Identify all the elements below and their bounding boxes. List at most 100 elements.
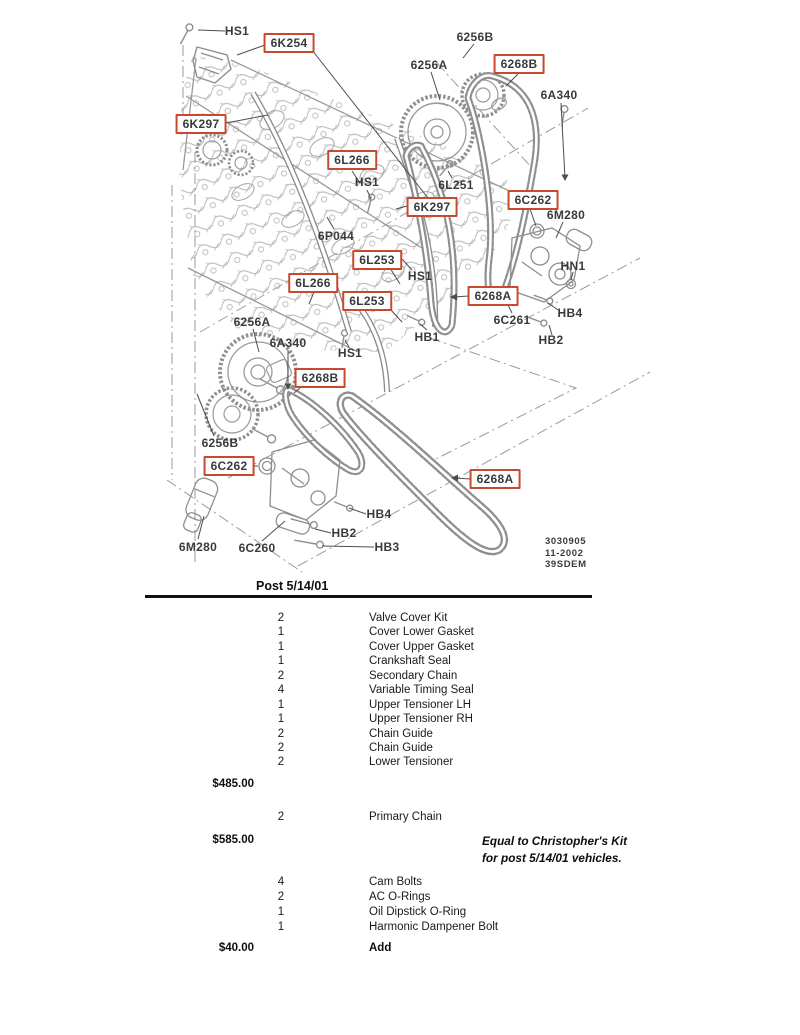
- kit-items-group-3: 4 Cam Bolts 2 AC O-Rings 1 Oil Dipstick O-Rin…: [0, 875, 700, 935]
- part-label-6l266: 6L266: [288, 273, 338, 293]
- parts-row-description: Harmonic Dampener Bolt: [369, 921, 499, 933]
- part-label-6256b: 6256B: [456, 30, 494, 44]
- parts-row: 2 Chain Guide: [0, 727, 700, 741]
- part-label-6l253: 6L253: [352, 250, 402, 270]
- parts-row-description: Crankshaft Seal: [369, 655, 451, 668]
- parts-row-qty: 2: [277, 669, 285, 682]
- parts-row-description: Secondary Chain: [369, 669, 458, 682]
- part-label-6268a: 6268A: [467, 286, 519, 306]
- mount-bracket: [192, 46, 232, 84]
- drawing-number-line: 3030905: [545, 536, 587, 547]
- parts-row-description: AC O-Rings: [369, 891, 431, 903]
- parts-row-qty: 1: [277, 698, 285, 711]
- part-label-hb4: HB4: [366, 507, 392, 521]
- kit-note-line: for post 5/14/01 vehicles.: [482, 850, 622, 865]
- part-label-hb3: HB3: [374, 540, 400, 554]
- parts-row-qty: 1: [277, 626, 285, 639]
- part-label-hb2: HB2: [331, 526, 357, 540]
- kit-note: Equal to Christopher's Kit for post 5/14…: [482, 833, 702, 867]
- parts-row: 1 Crankshaft Seal: [0, 654, 700, 668]
- parts-row-qty: 2: [277, 727, 285, 740]
- parts-row-description: Valve Cover Kit: [369, 612, 448, 624]
- parts-row-qty: 1: [277, 713, 285, 726]
- drawing-number-line: 39SDEM: [545, 559, 587, 570]
- cam-sprocket-lower-small: [204, 386, 260, 442]
- part-label-6256b: 6256B: [201, 436, 239, 450]
- part-label-6m280: 6M280: [178, 540, 218, 554]
- parts-row: 1 Upper Tensioner RH: [0, 712, 700, 726]
- oil-pump-assembly: [258, 439, 341, 535]
- part-label-6256a: 6256A: [233, 315, 271, 329]
- parts-row: 2 Primary Chain: [0, 810, 700, 824]
- parts-row-qty: 2: [277, 612, 285, 624]
- part-label-hb4: HB4: [557, 306, 583, 320]
- part-label-hs1: HS1: [407, 269, 433, 283]
- parts-row-qty: 4: [277, 876, 285, 888]
- parts-row-description: Lower Tensioner: [369, 756, 454, 769]
- parts-row-qty: 2: [277, 756, 285, 769]
- parts-row-description: Primary Chain: [369, 811, 442, 823]
- kit-price-3: $40.00: [218, 942, 254, 954]
- parts-row-qty: 1: [277, 655, 285, 668]
- parts-row-qty: 1: [277, 906, 285, 918]
- add-label: Add: [369, 942, 392, 954]
- part-label-6k254: 6K254: [263, 33, 315, 53]
- part-label-6a340: 6A340: [269, 336, 307, 350]
- kit-price-2: $585.00: [212, 834, 254, 846]
- part-label-6k297: 6K297: [175, 114, 227, 134]
- part-label-6256a: 6256A: [410, 58, 448, 72]
- part-label-6p044: 6P044: [317, 229, 355, 243]
- leader-arrowheads: [284, 174, 569, 482]
- parts-row: 2 AC O-Rings: [0, 890, 700, 905]
- parts-row: 1 Oil Dipstick O-Ring: [0, 905, 700, 920]
- kit-note-line: Equal to Christopher's Kit: [482, 834, 628, 848]
- part-label-6a340: 6A340: [540, 88, 578, 102]
- header-rule: [145, 595, 592, 598]
- part-label-hs1: HS1: [354, 175, 380, 189]
- part-label-6268a: 6268A: [469, 469, 521, 489]
- parts-row: 2 Lower Tensioner: [0, 755, 700, 769]
- part-label-6k297: 6K297: [406, 197, 458, 217]
- kit-items-group-2: 2 Primary Chain: [0, 810, 700, 824]
- parts-row-qty: 2: [277, 741, 285, 754]
- lower-tensioner-piston: [182, 477, 219, 533]
- part-label-6c262: 6C262: [507, 190, 559, 210]
- part-label-6268b: 6268B: [493, 54, 545, 74]
- parts-row-description: Variable Timing Seal: [369, 684, 474, 697]
- reference-centerlines: [166, 45, 651, 573]
- parts-row-qty: 1: [277, 640, 285, 653]
- parts-row: 1 Cover Lower Gasket: [0, 625, 700, 639]
- part-label-hb1: HB1: [414, 330, 440, 344]
- cam-sprocket-upper-large: [399, 94, 475, 170]
- part-label-hs1: HS1: [224, 24, 250, 38]
- parts-list-title: Post 5/14/01: [256, 579, 329, 593]
- parts-row-description: Cover Lower Gasket: [369, 626, 474, 639]
- part-label-6l251: 6L251: [438, 178, 474, 192]
- parts-row-description: Upper Tensioner RH: [369, 713, 473, 726]
- parts-row-description: Chain Guide: [369, 741, 433, 754]
- part-label-hb2: HB2: [538, 333, 564, 347]
- parts-row-qty: 1: [277, 921, 285, 933]
- drawing-number-line: 11-2002: [545, 547, 584, 559]
- parts-row: 1 Cover Upper Gasket: [0, 640, 700, 654]
- parts-row-description: Oil Dipstick O-Ring: [369, 906, 467, 918]
- parts-row-description: Chain Guide: [369, 727, 433, 740]
- parts-row-qty: 2: [277, 811, 285, 823]
- engine-block-art: [179, 55, 522, 353]
- parts-row-description: Cover Upper Gasket: [369, 640, 474, 653]
- part-label-6l253: 6L253: [342, 291, 392, 311]
- parts-row: 2 Chain Guide: [0, 741, 700, 755]
- parts-row-description: Cam Bolts: [369, 876, 423, 888]
- parts-row: 4 Cam Bolts: [0, 875, 700, 890]
- parts-row-qty: 2: [277, 891, 285, 903]
- drawing-number-block: 3030905 11-2002 39SDEM: [545, 536, 587, 571]
- part-label-hs1: HS1: [337, 346, 363, 360]
- parts-row: 2 Secondary Chain: [0, 669, 700, 683]
- part-label-6c261: 6C261: [493, 313, 531, 327]
- part-label-6l266: 6L266: [327, 150, 377, 170]
- part-label-6268b: 6268B: [294, 368, 346, 388]
